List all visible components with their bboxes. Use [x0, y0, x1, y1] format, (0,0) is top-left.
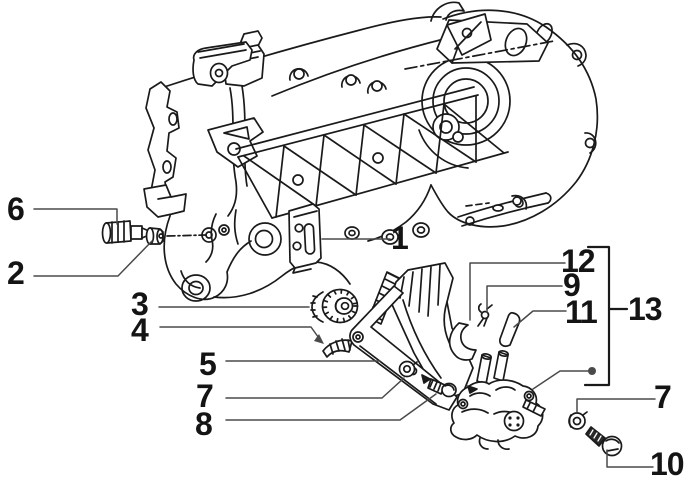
callout-label-2: 2 — [7, 255, 25, 291]
callout-label-11: 11 — [565, 294, 598, 330]
part-7-washer-left — [398, 360, 418, 378]
callout-label-12: 12 — [561, 243, 596, 279]
part-4-worm — [322, 338, 353, 358]
callout-label-3: 3 — [131, 286, 149, 322]
part-11-hose — [499, 311, 521, 348]
part-6-bolt — [101, 220, 150, 244]
part-9-clip — [477, 303, 493, 327]
callout-label-1: 1 — [391, 220, 409, 256]
callout-label-9: 9 — [563, 267, 581, 303]
part-2-nut — [145, 227, 207, 245]
part-8-screw — [421, 374, 457, 398]
callout-label-4: 4 — [131, 312, 149, 348]
callout-label-5: 5 — [199, 346, 217, 382]
callout-label-7-right: 7 — [654, 379, 672, 415]
part-7-washer-right — [568, 411, 588, 430]
callout-label-7-left: 7 — [196, 378, 214, 414]
part-1-plate — [288, 203, 322, 274]
crankcase-drawing — [143, 1, 599, 325]
callout-label-10: 10 — [650, 446, 685, 479]
callout-label-13: 13 — [628, 291, 663, 327]
callout-leader-lines — [33, 208, 656, 468]
callout-label-6: 6 — [7, 191, 25, 227]
callout-13-bracket — [583, 245, 629, 387]
callout-label-8: 8 — [195, 406, 213, 442]
part-12-hose — [448, 322, 477, 361]
part-13-oil-pump — [450, 350, 546, 450]
part-10-screw — [585, 426, 623, 457]
part-3-gear — [310, 288, 359, 324]
